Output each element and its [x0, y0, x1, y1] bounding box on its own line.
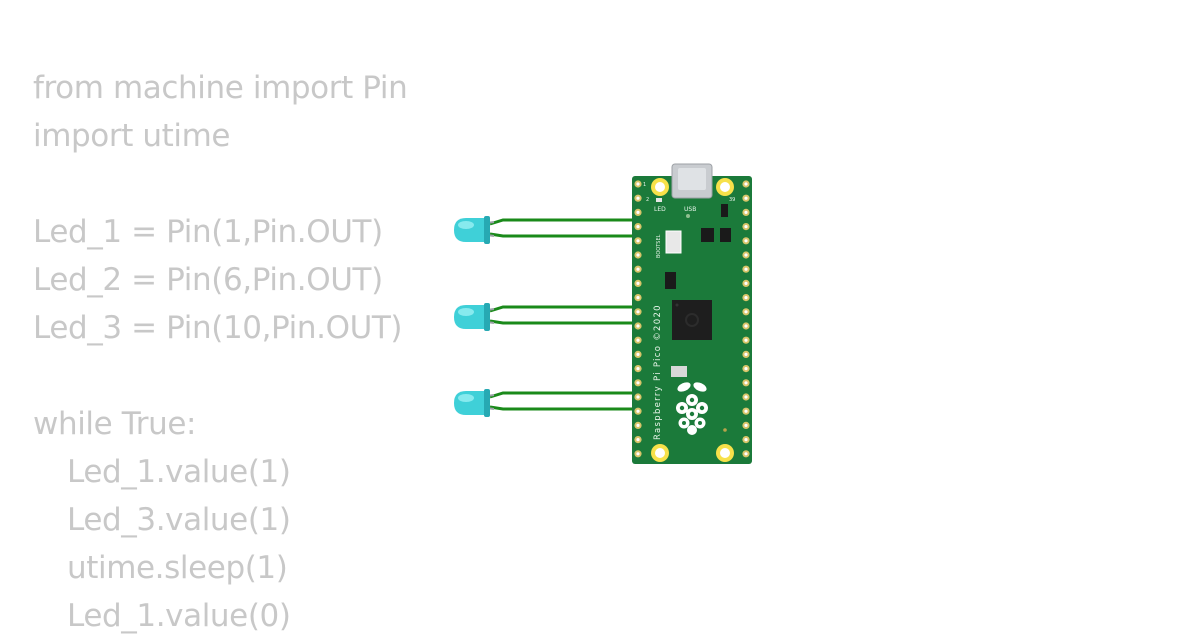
pin-hole	[636, 452, 640, 456]
raspberry-pi-logo-detail	[679, 397, 705, 425]
pin-hole	[744, 352, 748, 356]
pins-right	[742, 180, 750, 458]
wire-led-3-anode	[489, 391, 640, 399]
wire-led-3-cathode	[489, 405, 640, 411]
code-line: Led_3 = Pin(10,Pin.OUT)	[33, 310, 403, 346]
pin-hole	[636, 310, 640, 314]
pico-board[interactable]: LED USB 1 2 39 BOOTSEL	[632, 163, 752, 464]
code-line: from machine import Pin	[33, 70, 408, 106]
pin-hole	[636, 324, 640, 328]
pin-hole	[636, 210, 640, 214]
bootsel-button	[665, 230, 682, 254]
rp2040-chip	[672, 300, 712, 340]
pins-left	[634, 180, 642, 458]
pin-hole	[744, 409, 748, 413]
flash-chip	[671, 366, 687, 377]
pin-hole	[636, 423, 640, 427]
pin-hole	[744, 423, 748, 427]
pin-hole	[636, 395, 640, 399]
wire-led-1-anode	[489, 218, 640, 226]
component	[720, 228, 731, 242]
pin-hole	[744, 267, 748, 271]
pin-hole	[636, 239, 640, 243]
led-silk-label: LED	[654, 206, 666, 213]
code-line: Led_1 = Pin(1,Pin.OUT)	[33, 214, 383, 250]
pin-hole	[636, 438, 640, 442]
pin-hole	[744, 324, 748, 328]
led-2[interactable]	[454, 303, 495, 331]
pin-hole	[744, 438, 748, 442]
pin-hole	[636, 196, 640, 200]
board-silk-label: Raspberry Pi Pico ©2020	[653, 304, 663, 440]
pin-hole	[744, 253, 748, 257]
led-3[interactable]	[454, 389, 495, 417]
pin-hole	[744, 452, 748, 456]
pin-hole	[744, 281, 748, 285]
pin-hole	[636, 267, 640, 271]
code-line: while True:	[33, 406, 197, 442]
pin-hole	[636, 253, 640, 257]
pin-hole	[636, 409, 640, 413]
pin-hole	[744, 182, 748, 186]
bootsel-silk-label: BOOTSEL	[656, 234, 662, 258]
pin-hole	[636, 367, 640, 371]
pin-hole	[744, 395, 748, 399]
pin-hole	[744, 310, 748, 314]
code-line: Led_3.value(1)	[67, 502, 291, 538]
pin-hole	[744, 196, 748, 200]
pin-hole	[636, 225, 640, 229]
pin-hole	[744, 239, 748, 243]
pin-hole	[636, 352, 640, 356]
pin-hole	[744, 210, 748, 214]
pin-label-1: 1	[643, 182, 646, 188]
pin-hole	[636, 281, 640, 285]
pin-hole	[636, 296, 640, 300]
wire-led-1-cathode	[489, 232, 640, 238]
led-1[interactable]	[454, 216, 495, 244]
code-line: Led_1.value(0)	[67, 598, 291, 634]
code-line: Led_1.value(1)	[67, 454, 291, 490]
wire-led-2-cathode	[489, 319, 640, 325]
pin-hole	[636, 381, 640, 385]
usb-silk-label: USB	[684, 206, 696, 213]
code-line: utime.sleep(1)	[67, 550, 288, 586]
pin-hole	[744, 296, 748, 300]
pin-hole	[744, 225, 748, 229]
pin-label-2: 2	[646, 197, 649, 203]
pin-hole	[636, 338, 640, 342]
pin-hole	[744, 381, 748, 385]
pin-hole	[636, 182, 640, 186]
pin-hole	[744, 338, 748, 342]
code-line: import utime	[33, 118, 231, 154]
component	[701, 228, 714, 242]
code-line: Led_2 = Pin(6,Pin.OUT)	[33, 262, 383, 298]
wire-led-2-anode	[489, 305, 640, 313]
component	[665, 272, 676, 289]
pin-label-39: 39	[729, 197, 735, 203]
component	[721, 204, 728, 217]
onboard-led	[656, 198, 662, 202]
wires	[489, 218, 640, 411]
pin-hole	[744, 367, 748, 371]
